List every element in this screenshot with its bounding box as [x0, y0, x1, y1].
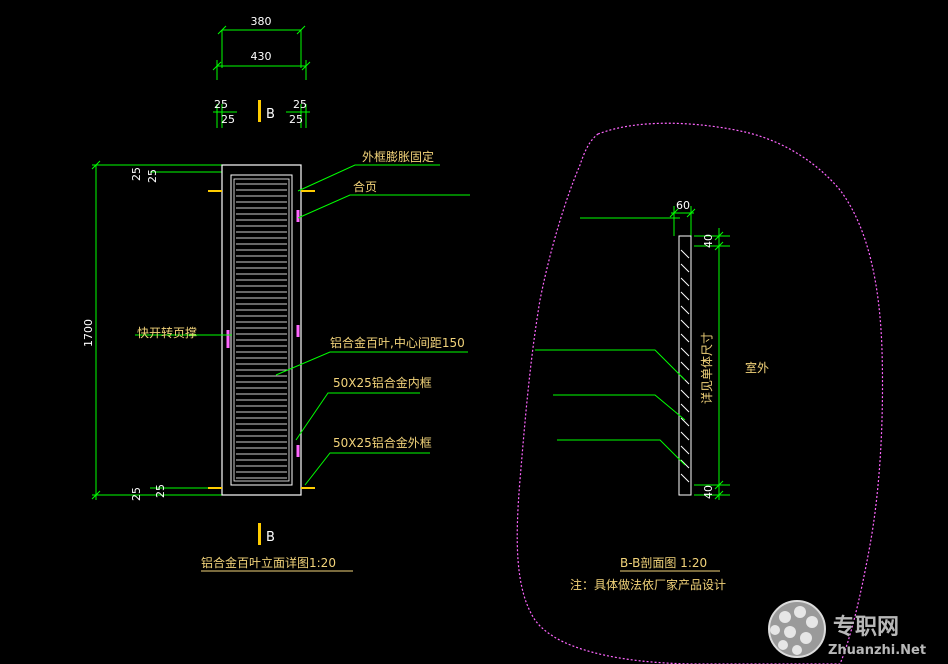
dimension-25-group [213, 104, 310, 128]
elevation-title: 铝合金百叶立面详图1:20 [201, 555, 336, 570]
section-slat [680, 459, 690, 469]
dim-25-c: 25 [293, 98, 307, 111]
revision-cloud [516, 122, 884, 664]
section-mark-top-bar [258, 100, 261, 122]
section-slat [680, 403, 690, 413]
section-view: 60 40 40 详见单体尺寸 室外 B-B剖面图 1:20 [516, 122, 884, 664]
dim-25-left-top-b: 25 [146, 169, 159, 183]
leader-lines [135, 164, 470, 486]
elevation-view: 380 430 25 25 25 25 B [82, 15, 470, 572]
section-slats [680, 249, 690, 483]
dimension-430 [212, 60, 311, 80]
callout-inner-frame: 50X25铝合金内框 [333, 375, 432, 390]
vertical-size-label: 详见单体尺寸 [699, 332, 714, 404]
dimension-vertical-right [694, 228, 730, 500]
section-slat [680, 445, 690, 455]
section-slat [680, 333, 690, 343]
dim-25-d: 25 [289, 113, 303, 126]
section-leader-lines [535, 217, 686, 466]
outer-frame [221, 164, 302, 496]
callout-quick-hinge: 快开转页撑 [137, 325, 197, 340]
hinges [226, 210, 300, 457]
section-mark-bottom-label: B [266, 530, 275, 545]
section-slat [680, 319, 690, 329]
watermark-globe-icon [768, 600, 826, 658]
dim-40-top: 40 [702, 234, 715, 248]
louver-slats [236, 183, 287, 479]
dim-430-text: 430 [251, 50, 272, 63]
dim-25-left-top-a: 25 [130, 167, 143, 181]
dimension-60 [669, 206, 696, 236]
section-slat [680, 305, 690, 315]
dim-25-left-bot-a: 25 [130, 487, 143, 501]
section-slat [680, 431, 690, 441]
section-slat [680, 249, 690, 259]
section-slat [680, 263, 690, 273]
dim-25-a: 25 [214, 98, 228, 111]
section-mark-bottom-bar [258, 523, 261, 545]
section-note: 注：具体做法依厂家产品设计 [570, 577, 726, 592]
frame-anchors [208, 190, 315, 489]
section-mark-top-label: B [266, 107, 275, 122]
dim-25-b: 25 [221, 113, 235, 126]
dim-380-text: 380 [251, 15, 272, 28]
watermark-cn: 专职网 [833, 614, 899, 640]
dimension-380 [217, 25, 306, 68]
callout-frame-fix: 外框膨胀固定 [362, 149, 434, 164]
dim-25-left-bot-b: 25 [154, 484, 167, 498]
section-slat [680, 361, 690, 371]
watermark-en: Zhuanzhi.Net [828, 643, 926, 658]
callout-louver: 铝合金百叶,中心间距150 [330, 335, 465, 350]
callout-hinge: 合页 [353, 179, 377, 194]
louver-panel [233, 178, 290, 482]
dim-40-bottom: 40 [702, 485, 715, 499]
section-slat [680, 417, 690, 427]
callout-outer-frame: 50X25铝合金外框 [333, 435, 432, 450]
section-slat [680, 291, 690, 301]
section-slat [680, 473, 690, 483]
section-slat [680, 389, 690, 399]
section-title: B-B剖面图 1:20 [620, 556, 707, 570]
watermark: 专职网 Zhuanzhi.Net [768, 600, 926, 658]
outdoor-label: 室外 [745, 360, 769, 375]
inner-frame [230, 174, 293, 486]
section-slat [680, 277, 690, 287]
dim-1700-text: 1700 [82, 319, 95, 347]
section-slat [680, 347, 690, 357]
dim-60-text: 60 [676, 199, 690, 212]
section-frame [678, 235, 692, 496]
